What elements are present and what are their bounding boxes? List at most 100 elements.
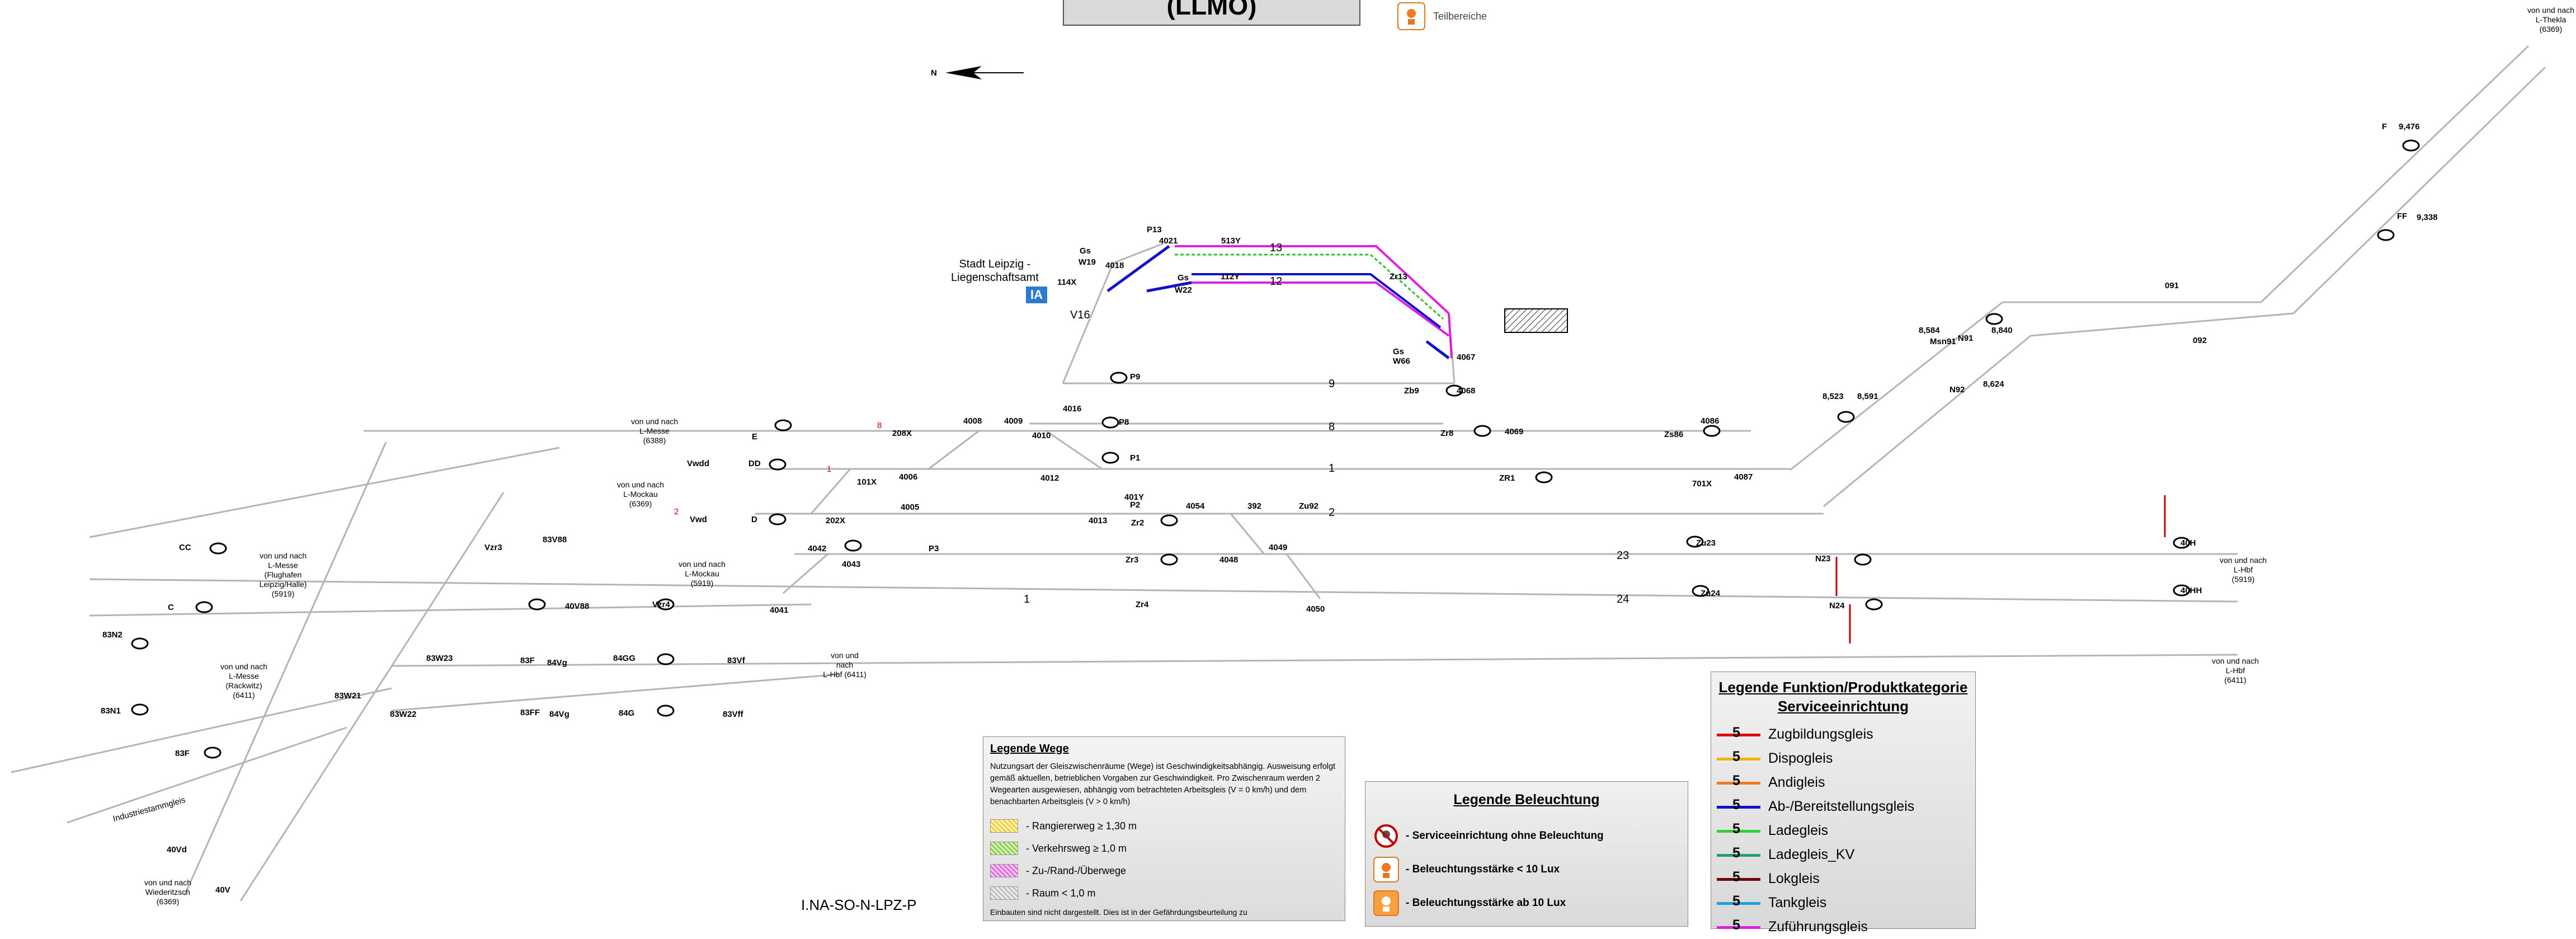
funktion-label: Ab-/Bereitstellungsgleis bbox=[1768, 799, 1915, 814]
track-1: 1 bbox=[1329, 462, 1335, 475]
701x-label: 701X bbox=[1692, 479, 1712, 489]
vwdd-label: Vwdd bbox=[687, 459, 709, 468]
beleuchtung-item: - Serviceeinrichtung ohne Beleuchtung bbox=[1373, 819, 1680, 853]
401y-label: 401Y bbox=[1124, 492, 1145, 502]
v16-label: V16 bbox=[1070, 309, 1090, 321]
wege-label: - Zu-/Rand-/Überwege bbox=[1026, 865, 1127, 876]
funktion-line-symbol: 5 bbox=[1717, 869, 1760, 888]
zr3-label: Zr3 bbox=[1125, 555, 1139, 565]
513y-label: 513Y bbox=[1221, 236, 1241, 246]
funktion-label: Ladegleis_KV bbox=[1768, 847, 1855, 862]
208x-label: 208X bbox=[892, 429, 912, 438]
teilbereiche-link[interactable]: Teilbereiche bbox=[1397, 2, 1487, 30]
wege-item: - Zu-/Rand-/Überwege bbox=[990, 860, 1338, 882]
83ff-label: 83FF bbox=[520, 708, 540, 717]
zr2-label: Zr2 bbox=[1131, 518, 1145, 528]
track-13: 13 bbox=[1270, 242, 1283, 254]
zuweg-swatch bbox=[990, 864, 1018, 877]
node-4041: 4041 bbox=[770, 605, 789, 615]
node-4016: 4016 bbox=[1063, 404, 1082, 414]
node-4012: 4012 bbox=[1040, 473, 1059, 483]
lamp-icon bbox=[1373, 857, 1399, 882]
funktion-line-symbol: 5 bbox=[1717, 821, 1760, 839]
83f-b-label: 83F bbox=[175, 749, 190, 758]
40v88-label: 40V88 bbox=[565, 602, 590, 611]
track-9: 9 bbox=[1329, 378, 1335, 390]
lamp-icon bbox=[1373, 890, 1399, 916]
40v-label: 40V bbox=[215, 885, 230, 895]
raum-swatch bbox=[990, 886, 1018, 900]
funktion-label: Dispogleis bbox=[1768, 750, 1833, 766]
gs-w22-gs: Gs bbox=[1178, 273, 1189, 283]
red-km-markers bbox=[1835, 495, 2166, 644]
83n2-label: 83N2 bbox=[102, 630, 123, 640]
n92-label: N92 bbox=[1949, 385, 1965, 395]
legend-wege-title: Legende Wege bbox=[990, 743, 1069, 755]
funktion-line-symbol: 5 bbox=[1717, 917, 1760, 936]
track-24: 24 bbox=[1617, 593, 1630, 605]
ff-label: FF bbox=[2397, 212, 2408, 221]
km-8591: 8,591 bbox=[1857, 392, 1878, 401]
restricted-area-box bbox=[1504, 308, 1568, 333]
p2-label: P2 bbox=[1130, 500, 1141, 510]
funktion-label: Zugbildungsgleis bbox=[1768, 726, 1873, 742]
track-1-lower: 1 bbox=[1024, 593, 1030, 605]
north-arrow-icon bbox=[945, 66, 1024, 79]
101x-label: 101X bbox=[857, 477, 877, 487]
beleuchtung-label: - Beleuchtungsstärke < 10 Lux bbox=[1406, 863, 1560, 875]
funktion-line-symbol: 5 bbox=[1717, 893, 1760, 912]
colored-yard-tracks bbox=[1106, 245, 1453, 359]
84g-label: 84G bbox=[619, 708, 635, 718]
track-8: 8 bbox=[1329, 421, 1335, 433]
red-number-1: 1 bbox=[827, 464, 832, 474]
p3-label: P3 bbox=[929, 544, 939, 553]
40h-label: 40H bbox=[2181, 538, 2196, 548]
p1-label: P1 bbox=[1130, 453, 1141, 463]
node-4018: 4018 bbox=[1105, 261, 1124, 270]
node-4054: 4054 bbox=[1186, 501, 1205, 511]
p13-label: P13 bbox=[1147, 225, 1162, 234]
node-4008: 4008 bbox=[963, 416, 982, 426]
vzr3-label: Vzr3 bbox=[484, 543, 502, 552]
83v88-label: 83V88 bbox=[543, 535, 567, 544]
gs-w19-label: W19 bbox=[1079, 257, 1096, 267]
f-label: F bbox=[2382, 122, 2387, 132]
zr13-label: Zr13 bbox=[1390, 272, 1407, 281]
112y-label: 112Y bbox=[1221, 272, 1240, 281]
84gg-label: 84GG bbox=[613, 654, 636, 663]
node-4009: 4009 bbox=[1004, 416, 1023, 426]
83w22-label: 83W22 bbox=[390, 710, 417, 719]
83w21-label: 83W21 bbox=[335, 691, 361, 701]
n23-label: N23 bbox=[1815, 554, 1831, 564]
beleuchtung-item: - Beleuchtungsstärke < 10 Lux bbox=[1373, 853, 1680, 886]
092-label: 092 bbox=[2193, 336, 2207, 345]
signals bbox=[131, 139, 2420, 759]
wege-label: - Rangiererweg ≥ 1,30 m bbox=[1026, 820, 1137, 832]
legend-funktion-title-line1: Legende Funktion/Produktkategorie bbox=[1718, 679, 1968, 696]
84vg2-label: 84Vg bbox=[549, 710, 569, 719]
83vff-label: 83Vff bbox=[723, 710, 743, 719]
km-8584: 8,584 bbox=[1919, 326, 1940, 335]
node-4006: 4006 bbox=[899, 472, 918, 482]
wege-item: - Raum < 1,0 m bbox=[990, 882, 1338, 904]
node-4068: 4068 bbox=[1457, 386, 1476, 396]
msn91-label: Msn91 bbox=[1930, 337, 1956, 346]
node-4067: 4067 bbox=[1457, 353, 1476, 362]
p9-label: P9 bbox=[1130, 372, 1141, 382]
legend-funktion-panel: Legende Funktion/Produktkategorie Servic… bbox=[1711, 672, 1976, 935]
node-4021: 4021 bbox=[1159, 236, 1178, 246]
zr8-label: Zr8 bbox=[1440, 429, 1454, 438]
funktion-line-symbol: 5 bbox=[1717, 797, 1760, 815]
gs-w22-label: W22 bbox=[1175, 285, 1192, 295]
